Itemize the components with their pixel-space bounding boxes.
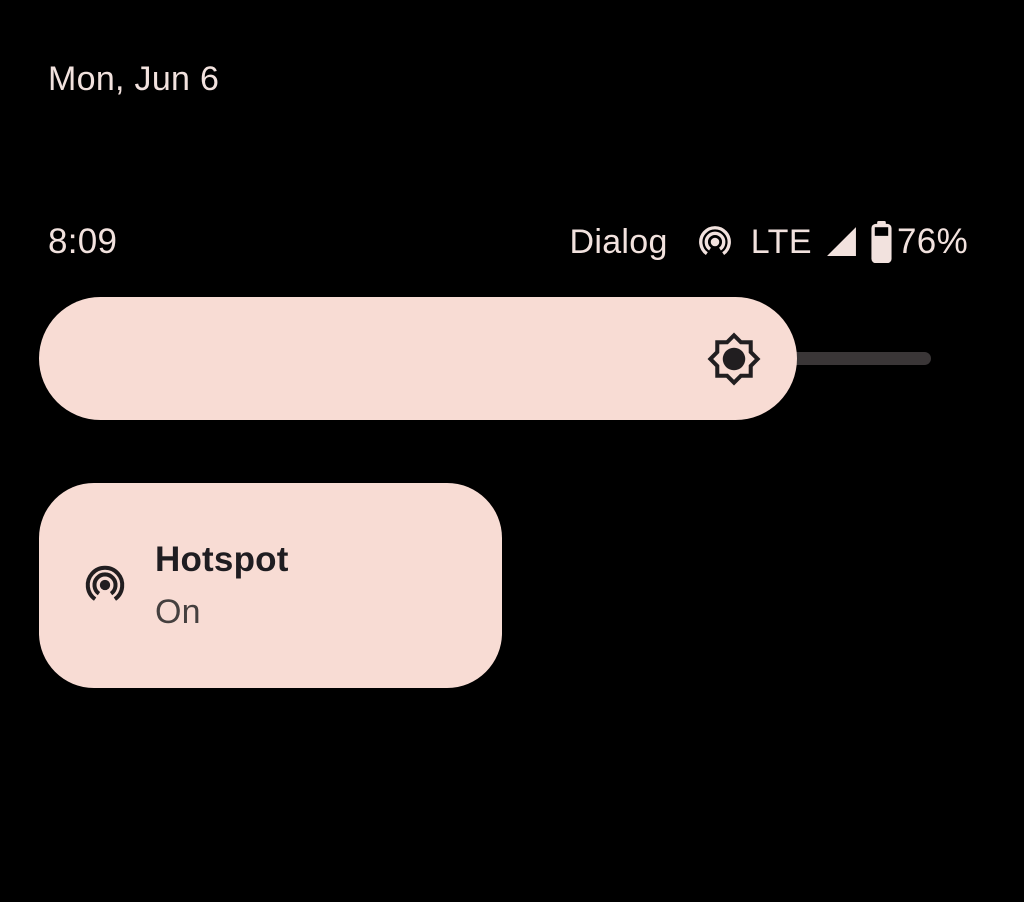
status-bar: 8:09 Dialog LTE [48,216,968,268]
brightness-slider[interactable] [39,297,931,420]
tile-state: On [155,592,201,631]
battery-icon [870,221,893,264]
hotspot-icon [82,562,128,608]
battery-percent-label: 76% [897,222,968,261]
tile-hotspot[interactable]: Hotspot On [39,483,502,688]
status-bar-right: Dialog LTE 76% [569,221,969,264]
tile-text: Hotspot On [155,483,289,688]
brightness-icon [707,332,761,386]
status-time: 8:09 [48,222,118,261]
tile-label: Hotspot [155,539,289,579]
network-type-label: LTE [750,222,813,261]
lockscreen-date: Mon, Jun 6 [48,60,220,98]
brightness-fill[interactable] [39,297,798,420]
signal-full-icon [825,225,858,260]
carrier-label: Dialog [569,222,668,261]
hotspot-icon [696,223,734,261]
